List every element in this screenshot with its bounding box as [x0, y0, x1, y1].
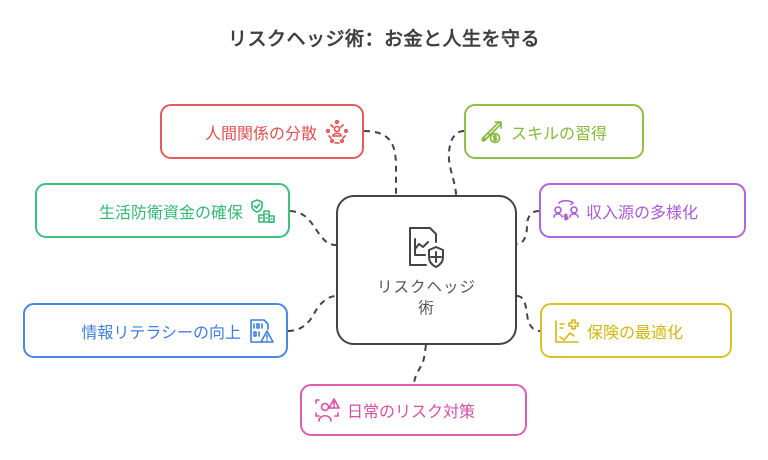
connector-daily: [413, 344, 427, 385]
tools-money-icon: [478, 119, 504, 145]
connector-insurance: [516, 295, 541, 332]
node-label: スキルの習得: [511, 123, 608, 143]
node-daily[interactable]: 日常のリスク対策: [300, 384, 527, 436]
person-alert-icon: [314, 397, 340, 423]
node-label: 保険の最適化: [587, 322, 684, 342]
center-label: リスクヘッジ術: [376, 278, 476, 317]
connector-income: [516, 210, 540, 245]
connector-literacy: [287, 295, 337, 332]
people-money-exchange-icon: [553, 198, 579, 224]
node-relations[interactable]: 人間関係の分散: [160, 104, 364, 159]
node-fund[interactable]: 生活防衛資金の確保: [35, 183, 290, 238]
diagram-title: リスクヘッジ術：お金と人生を守る: [227, 28, 540, 50]
chart-plus-icon: [554, 318, 580, 344]
node-label: 人間関係の分散: [204, 123, 317, 143]
document-chart-shield-icon: [404, 225, 450, 271]
node-literacy[interactable]: 情報リテラシーの向上: [23, 303, 288, 358]
node-insurance[interactable]: 保険の最適化: [540, 303, 732, 358]
people-network-icon: [324, 119, 350, 145]
connector-fund: [289, 210, 337, 246]
node-income[interactable]: 収入源の多様化: [539, 183, 746, 238]
node-label: 生活防衛資金の確保: [98, 202, 243, 222]
node-label: 収入源の多様化: [586, 202, 699, 222]
connector-skill: [447, 130, 465, 196]
connector-relations: [363, 130, 397, 195]
node-label: 情報リテラシーの向上: [81, 322, 241, 342]
node-skill[interactable]: スキルの習得: [464, 104, 644, 159]
binary-warning-icon: [248, 318, 274, 344]
node-label: 日常のリスク対策: [347, 402, 476, 421]
center-node[interactable]: リスクヘッジ術: [336, 195, 517, 345]
shield-building-icon: [250, 198, 276, 224]
